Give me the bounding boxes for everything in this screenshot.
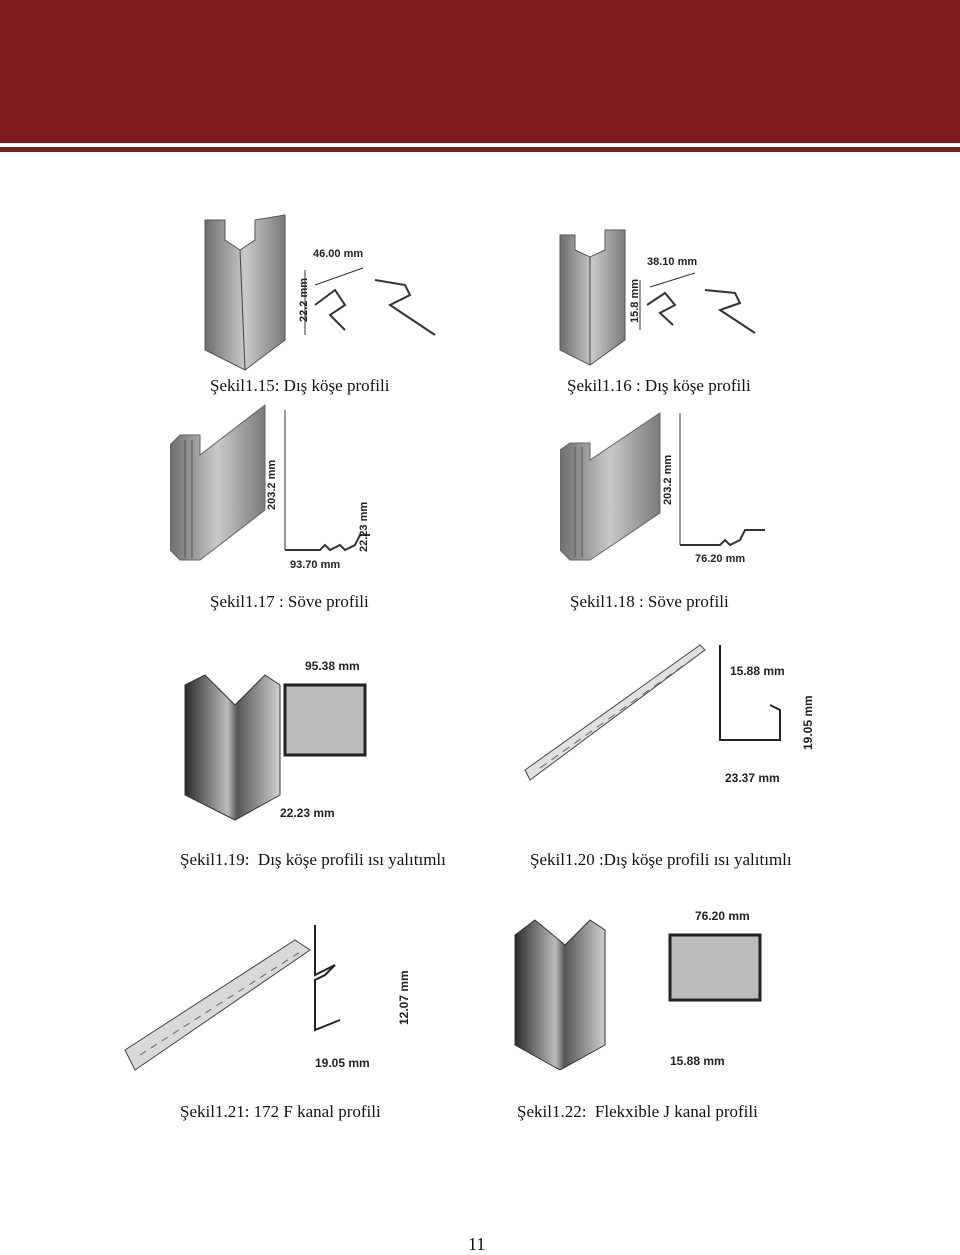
dim-label: 95.38 mm xyxy=(305,659,360,673)
dim-label: 203.2 mm xyxy=(662,455,674,505)
header-rule xyxy=(0,147,960,152)
figure-1-22-image: 76.20 mm 15.88 mm xyxy=(505,905,790,1070)
caption-1-20: Şekil1.20 :Dış köşe profili ısı yalıtıml… xyxy=(530,850,792,869)
figure-1-20-image: 15.88 mm 19.05 mm 23.37 mm xyxy=(520,640,820,795)
caption-1-16: Şekil1.16 : Dış köşe profili xyxy=(567,376,751,395)
caption-1-15: Şekil1.15: Dış köşe profili xyxy=(210,376,390,395)
figure-1-15-image: 46.00 mm 22.2 mm xyxy=(195,210,440,375)
dim-label: 22.2 mm xyxy=(298,278,310,322)
figure-1-17-image: 203.2 mm 22.23 mm 93.70 mm xyxy=(170,400,380,575)
dim-label: 19.05 mm xyxy=(315,1056,370,1070)
caption-1-19: Şekil1.19: Dış köşe profili ısı yalıtıml… xyxy=(180,850,446,869)
figure-1-18-image: 203.2 mm 76.20 mm xyxy=(560,405,770,570)
caption-1-21: Şekil1.21: 172 F kanal profili xyxy=(180,1102,381,1121)
dim-label: 15.8 mm xyxy=(629,279,641,323)
dim-label: 93.70 mm xyxy=(290,559,340,571)
dim-label: 12.07 mm xyxy=(397,970,411,1025)
figure-1-19-image: 95.38 mm 22.23 mm xyxy=(180,655,405,825)
dim-label: 15.88 mm xyxy=(730,664,785,678)
dim-label: 76.20 mm xyxy=(695,909,750,923)
caption-1-22: Şekil1.22: Flekxible J kanal profili xyxy=(517,1102,758,1121)
dim-label: 15.88 mm xyxy=(670,1054,725,1068)
caption-1-17: Şekil1.17 : Söve profili xyxy=(210,592,369,611)
dim-label: 76.20 mm xyxy=(695,553,745,565)
header-band xyxy=(0,0,960,143)
figure-1-16-image: 38.10 mm 15.8 mm xyxy=(555,225,760,370)
dim-label: 19.05 mm xyxy=(801,695,815,750)
dim-label: 46.00 mm xyxy=(313,248,363,260)
dim-label: 22.23 mm xyxy=(280,806,335,820)
caption-1-18: Şekil1.18 : Söve profili xyxy=(570,592,729,611)
dim-label: 22.23 mm xyxy=(358,502,370,552)
dim-label: 203.2 mm xyxy=(266,460,278,510)
dim-label: 38.10 mm xyxy=(647,256,697,268)
dim-label: 23.37 mm xyxy=(725,771,780,785)
figure-1-21-image: 12.07 mm 19.05 mm xyxy=(120,920,420,1075)
page-number: 11 xyxy=(468,1234,486,1254)
